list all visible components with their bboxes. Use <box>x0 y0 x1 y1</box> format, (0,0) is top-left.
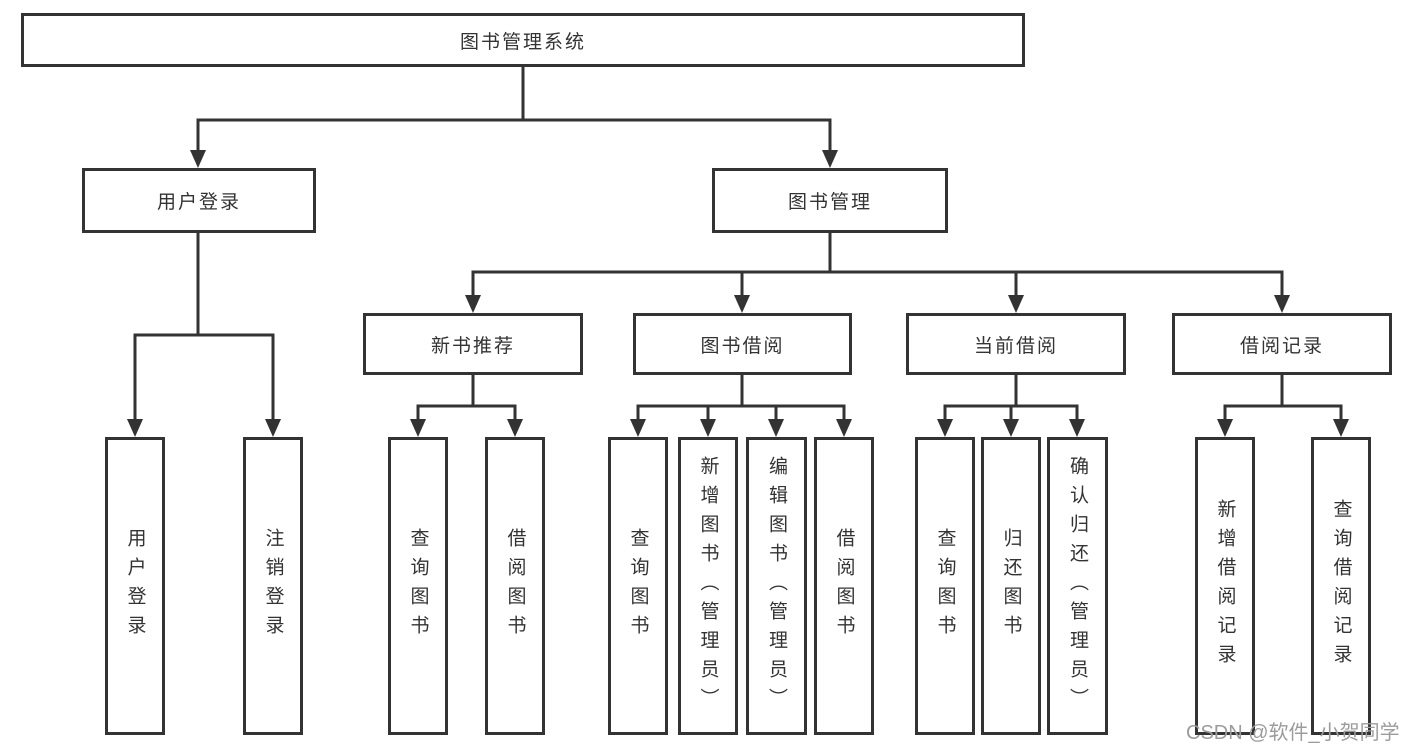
connector-borrow-records <box>1217 373 1349 437</box>
connector-book-borrow <box>630 373 852 437</box>
leaf-return-books: 归还图书 <box>981 437 1041 735</box>
leaf-edit-books-admin-label: 编辑图书（管理员） <box>766 455 787 717</box>
leaf-confirm-return-admin-label: 确认归还（管理员） <box>1067 455 1088 717</box>
leaf-recommend-borrow-books-label: 借阅图书 <box>504 528 526 644</box>
leaf-confirm-return-admin: 确认归还（管理员） <box>1047 437 1108 735</box>
connector-root <box>190 65 838 168</box>
node-new-book-recommend: 新书推荐 <box>363 313 583 375</box>
connector-new-book-recommend <box>410 373 523 437</box>
leaf-add-borrow-record-label: 新增借阅记录 <box>1214 499 1236 673</box>
leaf-user-login: 用户登录 <box>105 437 165 735</box>
leaf-borrow-books-label: 借阅图书 <box>833 528 855 644</box>
node-book-borrow: 图书借阅 <box>633 313 852 375</box>
connector-user-login <box>127 231 281 437</box>
node-book-borrow-label: 图书借阅 <box>700 335 785 357</box>
leaf-add-borrow-record: 新增借阅记录 <box>1195 437 1255 735</box>
node-library-system: 图书管理系统 <box>21 13 1025 67</box>
leaf-query-borrow-record-label: 查询借阅记录 <box>1330 499 1352 673</box>
node-current-borrow: 当前借阅 <box>906 313 1126 375</box>
leaf-recommend-query-books: 查询图书 <box>388 437 448 735</box>
node-user-login-label: 用户登录 <box>156 192 241 213</box>
node-borrow-records: 借阅记录 <box>1172 313 1392 375</box>
leaf-logout-label: 注销登录 <box>262 528 284 644</box>
node-borrow-records-label: 借阅记录 <box>1239 335 1324 357</box>
node-book-management-label: 图书管理 <box>787 192 872 213</box>
leaf-current-query-books-label: 查询图书 <box>934 528 956 644</box>
node-book-management: 图书管理 <box>712 168 948 233</box>
leaf-current-query-books: 查询图书 <box>915 437 975 735</box>
connector-book-management <box>465 231 1290 313</box>
leaf-borrow-query-books-label: 查询图书 <box>627 528 649 644</box>
node-library-system-label: 图书管理系统 <box>459 31 586 53</box>
leaf-logout: 注销登录 <box>243 437 303 735</box>
leaf-borrow-books: 借阅图书 <box>814 437 874 735</box>
node-current-borrow-label: 当前借阅 <box>973 335 1058 357</box>
connector-current-borrow <box>937 373 1085 437</box>
node-new-book-recommend-label: 新书推荐 <box>430 335 515 357</box>
leaf-add-books-admin-label: 新增图书（管理员） <box>697 455 719 717</box>
node-user-login: 用户登录 <box>82 168 316 233</box>
leaf-add-books-admin: 新增图书（管理员） <box>678 437 738 735</box>
csdn-watermark: CSDN @软件_小贺同学 <box>1186 722 1400 744</box>
leaf-user-login-label: 用户登录 <box>124 528 146 644</box>
leaf-recommend-borrow-books: 借阅图书 <box>485 437 545 735</box>
leaf-edit-books-admin: 编辑图书（管理员） <box>746 437 807 735</box>
leaf-recommend-query-books-label: 查询图书 <box>407 528 429 644</box>
leaf-query-borrow-record: 查询借阅记录 <box>1311 437 1371 735</box>
leaf-return-books-label: 归还图书 <box>1000 528 1022 644</box>
leaf-borrow-query-books: 查询图书 <box>608 437 668 735</box>
